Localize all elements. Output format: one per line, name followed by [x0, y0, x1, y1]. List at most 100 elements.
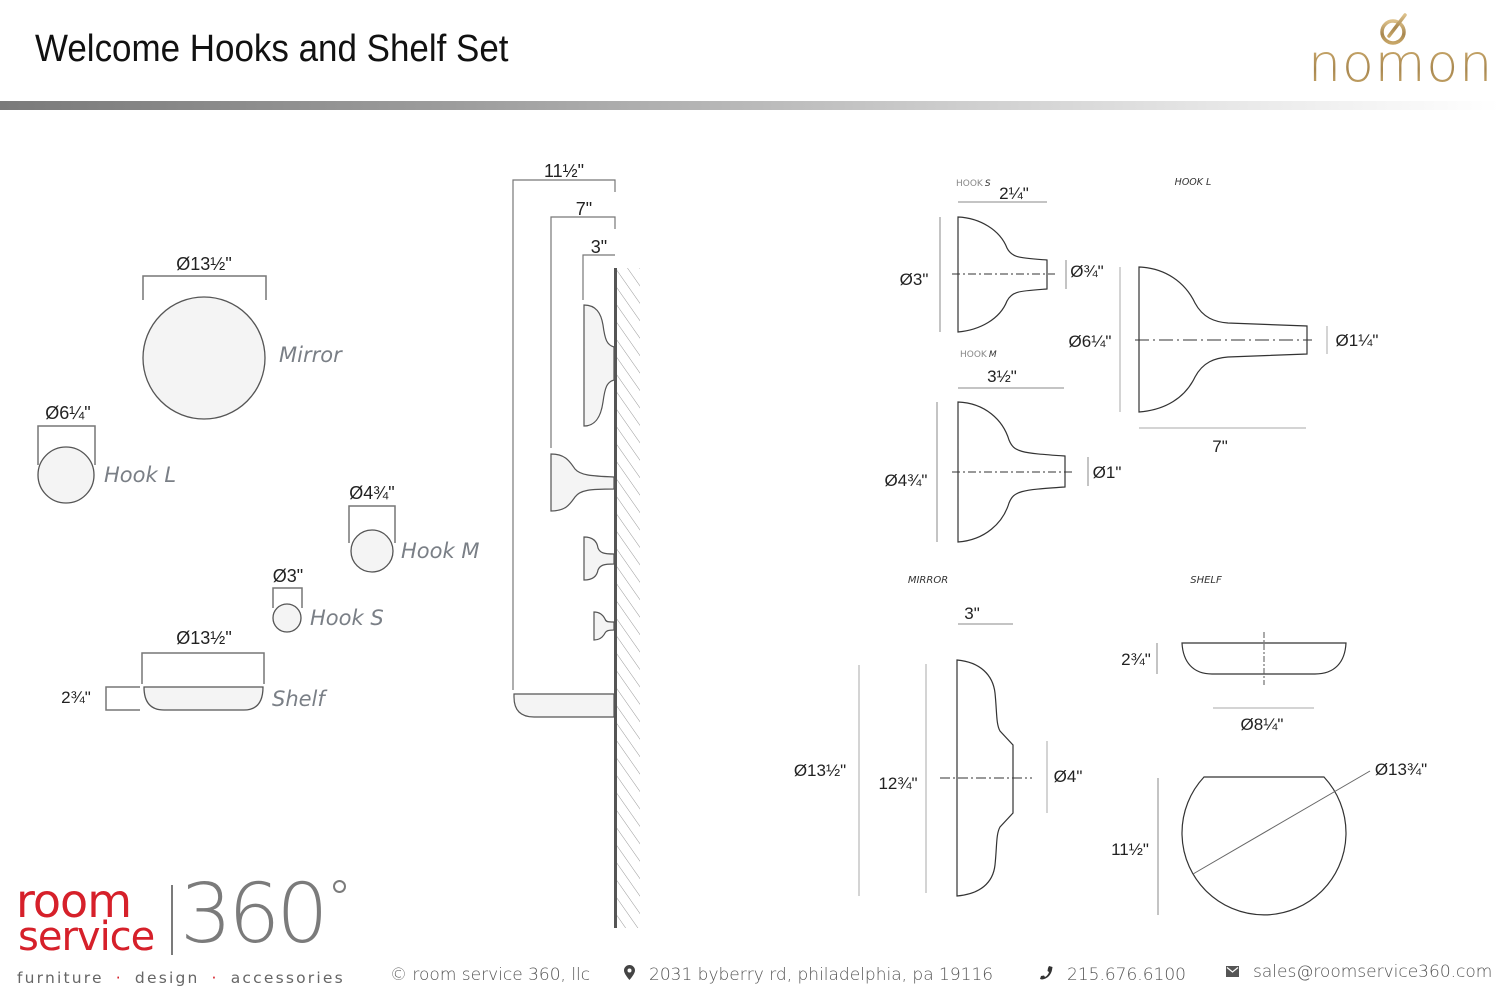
mirror-depth-label: 3" — [964, 604, 980, 623]
tagline-separator: · — [211, 969, 219, 987]
hook-s-length-label: 2¼" — [999, 184, 1029, 203]
detail-mirror: MIRROR 3" Ø13½" 12¾" Ø4" — [794, 575, 1083, 897]
tagline-accessories: accessories — [230, 969, 345, 987]
hook-m-tip-label: Ø1" — [1093, 463, 1122, 482]
dimension-bracket — [272, 587, 303, 608]
envelope-icon — [1226, 963, 1239, 981]
hook-m-label: Hook M — [401, 539, 479, 563]
mirror-diameter-label: Ø13½" — [176, 254, 231, 274]
tagline: furniture · design · accessories — [17, 969, 345, 987]
tagline-separator: · — [115, 969, 123, 987]
dimension-bracket — [348, 505, 396, 543]
hook-l-label: Hook L — [104, 463, 176, 487]
hook-l-diameter-label: Ø6¼" — [1069, 332, 1112, 351]
hook-l-profile — [1138, 266, 1308, 413]
phone-icon — [1040, 966, 1053, 984]
depth-dimension-line — [512, 179, 616, 690]
email-link[interactable]: sales@roomservice360.com — [1253, 962, 1493, 982]
side-view: 11½" 7" 3" — [512, 161, 640, 928]
hook-l-tip-label: Ø1¼" — [1336, 331, 1379, 350]
shelf-section-label: SHELF — [1190, 575, 1222, 586]
dimension-bracket — [37, 425, 96, 465]
depth-dimension-line — [550, 216, 616, 448]
hook-s-label: Hook S — [310, 606, 384, 630]
dimension-bracket — [141, 652, 265, 684]
hook-m-shape — [350, 529, 394, 573]
hook-l-shape — [37, 446, 95, 504]
hook-m-diameter-label: Ø4¾" — [349, 483, 394, 503]
copyright: © room service 360, llc — [390, 965, 591, 985]
shelf-top-profile — [1181, 776, 1347, 916]
mirror-label: Mirror — [279, 343, 343, 367]
front-view: Ø13½" Mirror Ø6¼" Hook L Ø4¾" Hook M Ø3"… — [37, 254, 479, 711]
address: 2031 byberry rd, philadelphia, pa 19116 — [624, 965, 993, 985]
side-hook-m-shape — [583, 536, 615, 581]
depth-3-label: 3" — [591, 237, 607, 257]
hook-l-length-label: 7" — [1212, 437, 1228, 456]
shelf-base-label: Ø8¼" — [1241, 715, 1284, 734]
detail-shelf: SHELF 2¾" Ø8¼" Ø13¾" 11½" — [1111, 575, 1427, 916]
logo-room: room — [16, 874, 132, 928]
tagline-furniture: furniture — [17, 969, 104, 987]
phone: 215.676.6100 — [1040, 965, 1186, 985]
shelf-shape — [143, 686, 264, 711]
front-mirror: Ø13½" Mirror — [142, 254, 343, 420]
front-hook-s: Ø3" Hook S — [272, 566, 384, 633]
hook-s-tip-label: Ø¾" — [1070, 262, 1103, 281]
mirror-shape — [142, 296, 266, 420]
dimension-bracket — [105, 686, 140, 711]
shelf-profile — [1181, 642, 1347, 675]
shelf-height-label: 2¾" — [61, 688, 91, 707]
logo-service: service — [18, 914, 155, 960]
hook-l-diameter-label: Ø6¼" — [45, 403, 90, 423]
logo-divider — [171, 885, 173, 955]
front-hook-l: Ø6¼" Hook L — [37, 403, 176, 504]
shelf-height-label: 2¾" — [1121, 650, 1151, 669]
map-pin-icon — [624, 965, 635, 984]
hook-s-diameter-label: Ø3" — [273, 566, 303, 586]
shelf-depth-label: 11½" — [1111, 840, 1149, 859]
front-hook-m: Ø4¾" Hook M — [348, 483, 479, 573]
tagline-design: design — [134, 969, 200, 987]
front-shelf: Ø13½" 2¾" Shelf — [61, 628, 328, 711]
brand-logo-mark-icon — [1380, 13, 1407, 45]
side-mirror-shape — [583, 304, 615, 427]
shelf-label: Shelf — [272, 687, 328, 711]
mirror-profile — [956, 659, 1014, 897]
side-hook-s-shape — [593, 611, 615, 641]
logo-360: 360 — [180, 867, 329, 962]
mirror-inner-label: 12¾" — [878, 774, 917, 793]
technical-drawing: Ø13½" Mirror Ø6¼" Hook L Ø4¾" Hook M Ø3"… — [37, 161, 1427, 928]
detail-hook-l: HOOK L Ø6¼" Ø1¼" 7" — [1069, 177, 1379, 456]
brand-wordmark: nomon — [1308, 34, 1494, 94]
degree-icon — [333, 880, 346, 893]
hook-m-length-label: 3½" — [987, 367, 1017, 386]
dimension-bracket — [142, 275, 267, 300]
depth-11-5-label: 11½" — [544, 161, 584, 181]
mirror-diameter-label: Ø13½" — [794, 761, 846, 780]
mirror-section-label: MIRROR — [908, 575, 948, 586]
email: sales@roomservice360.com — [1226, 962, 1492, 982]
depth-7-label: 7" — [576, 199, 592, 219]
hook-m-profile — [957, 401, 1066, 543]
header-divider — [0, 101, 1500, 110]
hook-m-diameter-label: Ø4¾" — [885, 471, 928, 490]
page-title: Welcome Hooks and Shelf Set — [35, 28, 509, 70]
hook-l-section-label: HOOK L — [1175, 177, 1212, 188]
diameter-line — [1192, 770, 1371, 875]
shelf-diameter-label: Ø13¾" — [1375, 760, 1427, 779]
side-hook-l-shape — [550, 453, 615, 512]
address-text: 2031 byberry rd, philadelphia, pa 19116 — [649, 965, 994, 985]
wall-line — [614, 268, 617, 928]
hook-s-shape — [272, 603, 302, 633]
phone-text[interactable]: 215.676.6100 — [1067, 965, 1186, 985]
hook-s-profile — [957, 216, 1048, 333]
shelf-diameter-label: Ø13½" — [176, 628, 231, 648]
hook-s-diameter-label: Ø3" — [900, 270, 929, 289]
mirror-boss-label: Ø4" — [1054, 767, 1083, 786]
wall-hatch — [616, 268, 640, 928]
